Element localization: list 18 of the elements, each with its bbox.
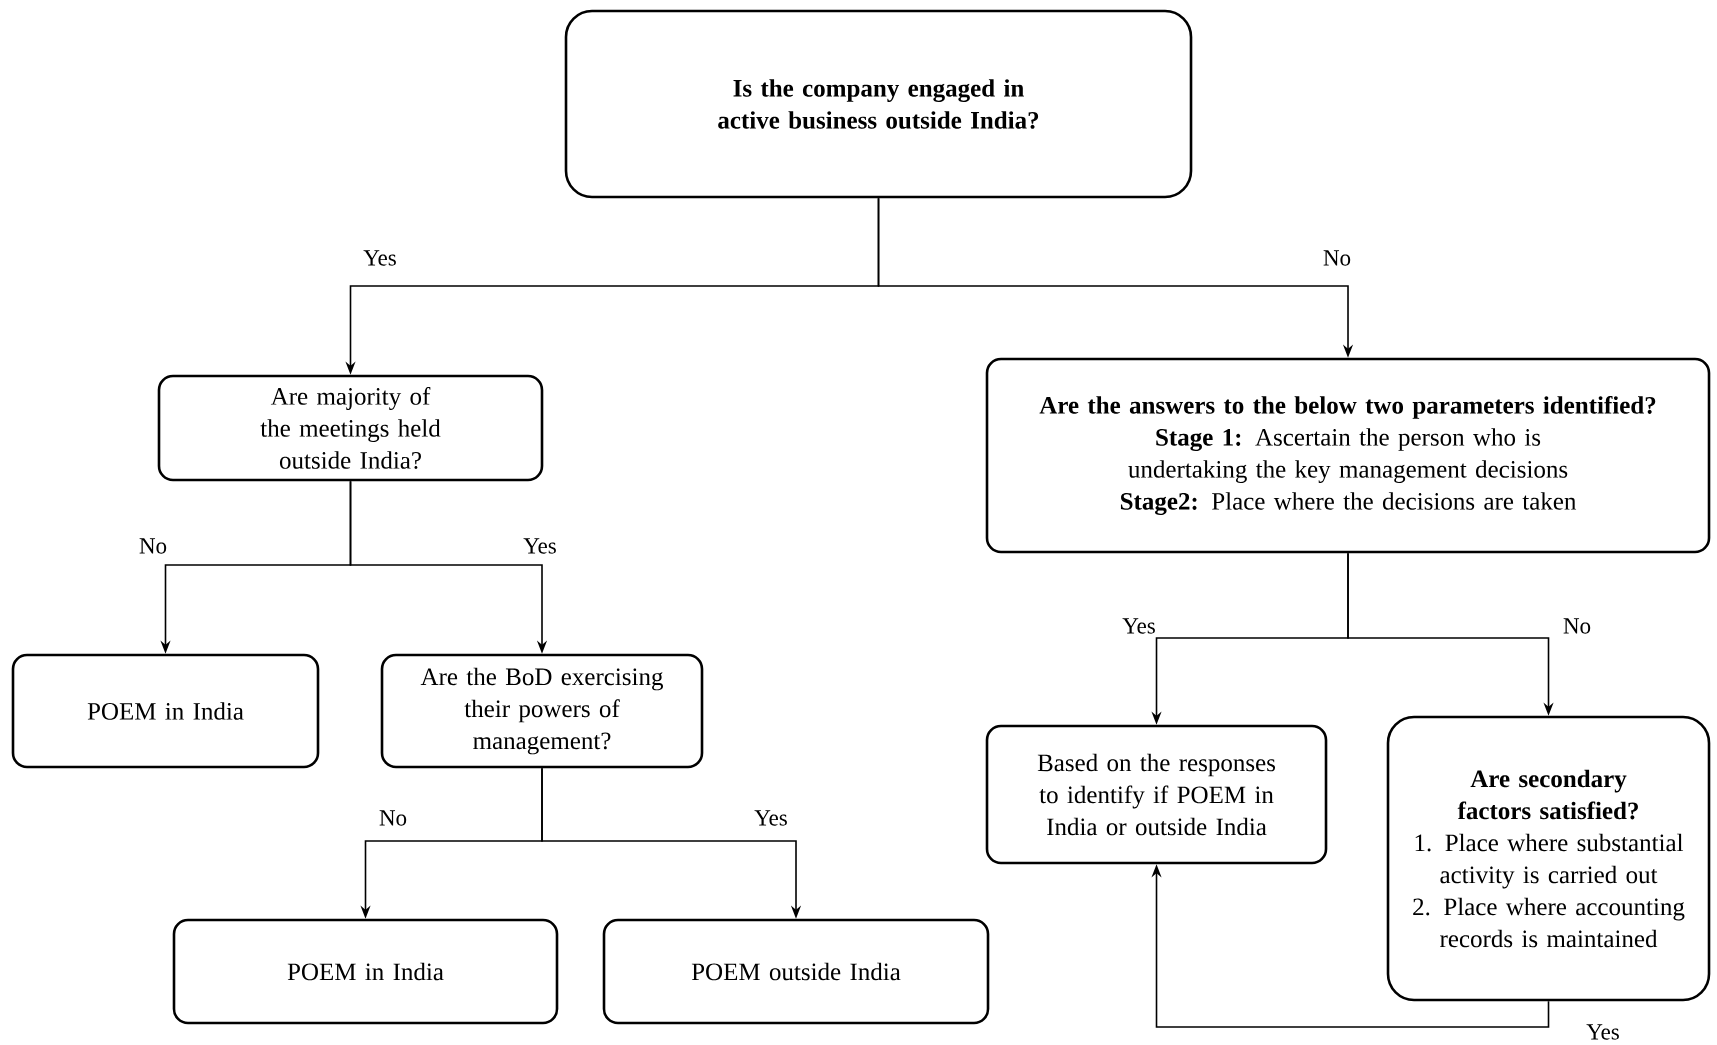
decision-box: Is the company engaged in active business outside India? [564, 9, 1193, 199]
decision-box: Are secondary factors satisfied? 1. Place where substantial activity is carried out 2. Place where accounting records is maintained [1386, 715, 1711, 1002]
edge-label: No [1561, 617, 1593, 635]
decision-box: Are majority of the meetings held outside India? [157, 374, 544, 482]
decision-box: Are the answers to the below two parameters identified? Stage 1: Ascertain the person who is undertaking the key management decisions Stage2: Place where the decisions are taken [985, 357, 1711, 554]
result-box: POEM in India [172, 918, 559, 1025]
edge-label: Yes [362, 249, 398, 267]
edge-label: Yes [1121, 617, 1157, 635]
result-box: POEM outside India [602, 918, 990, 1025]
edge-label: Yes [1585, 1023, 1621, 1041]
edge-label: Yes [753, 809, 789, 827]
edge-label: No [377, 809, 409, 827]
edge-label: Yes [522, 537, 558, 555]
edge-label: No [1321, 249, 1353, 267]
result-box: POEM in India [11, 653, 320, 769]
result-box: Based on the responses to identify if POEM in India or outside India [985, 724, 1328, 865]
edge-label: No [137, 537, 169, 555]
decision-box: Are the BoD exercising their powers of management? [380, 653, 704, 769]
